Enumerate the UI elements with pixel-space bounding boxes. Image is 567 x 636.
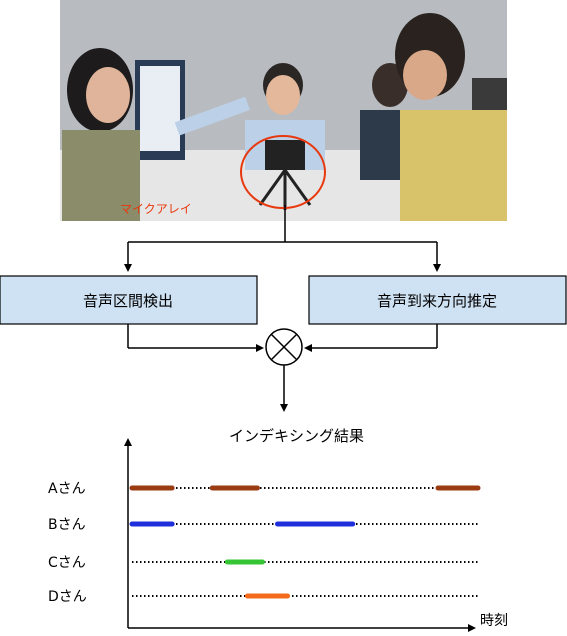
doa-estimation-box	[308, 275, 567, 325]
result-title: インデキシング結果	[229, 427, 364, 445]
split-connector	[124, 205, 441, 272]
mic-highlight-circle	[240, 135, 326, 209]
x-axis-label: 時刻	[480, 613, 508, 629]
timeline-tracks: Aさん Bさん Cさん Dさん	[48, 481, 481, 605]
meeting-photo	[60, 0, 507, 221]
doa-estimation-label: 音声到来方向推定	[377, 292, 497, 310]
timeline-axes	[124, 438, 476, 632]
mic-array-caption: マイクアレイ	[120, 202, 192, 216]
merge-connector	[127, 324, 438, 352]
voice-activity-label: 音声区間検出	[83, 292, 173, 310]
multiply-symbol-icon	[265, 328, 303, 366]
speaker-label: Cさん	[48, 555, 86, 571]
speaker-label: Aさん	[48, 481, 86, 497]
mic-array-device	[265, 140, 305, 170]
speaker-label: Dさん	[48, 589, 87, 605]
speaker-label: Bさん	[48, 517, 86, 533]
voice-activity-box	[0, 275, 258, 325]
